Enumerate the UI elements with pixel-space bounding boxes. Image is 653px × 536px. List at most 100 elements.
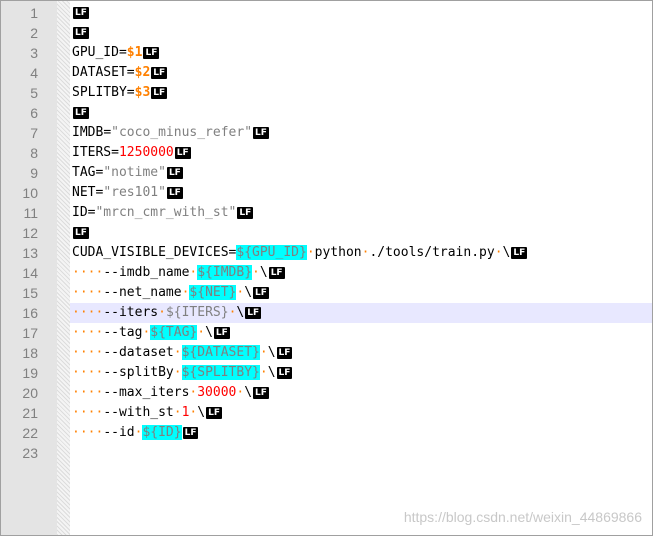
whitespace-marker: ·	[494, 245, 503, 260]
line-number: 6	[30, 105, 38, 121]
line-content[interactable]: LF	[70, 23, 652, 43]
eol-marker: LF	[182, 426, 199, 439]
code-token: =	[111, 145, 119, 160]
whitespace-marker: ·	[259, 345, 268, 360]
line-content[interactable]: ····--splitBy·${SPLITBY}·\LF	[70, 363, 652, 383]
line-content[interactable]: ····--id·${ID}LF	[70, 423, 652, 443]
line-number: 18	[22, 345, 38, 361]
code-token: "res101"	[103, 185, 166, 200]
code-token: --iters	[103, 305, 159, 320]
code-line[interactable]: 17····--tag·${TAG}·\LF	[1, 323, 652, 343]
line-content[interactable]: LF	[70, 3, 652, 23]
code-token: python	[314, 245, 362, 260]
code-line[interactable]: 21····--with_st·1·\LF	[1, 403, 652, 423]
whitespace-marker: ····	[72, 305, 104, 320]
code-token: \	[205, 325, 213, 340]
code-token: --id	[103, 425, 135, 440]
eol-marker: LF	[143, 46, 160, 59]
whitespace-marker: ·	[173, 365, 182, 380]
line-content[interactable]: ····--imdb_name·${IMDB}·\LF	[70, 263, 652, 283]
code-token: \	[259, 265, 268, 280]
code-line[interactable]: 18····--dataset·${DATASET}·\LF	[1, 343, 652, 363]
eol-marker: LF	[151, 66, 168, 79]
eol-marker: LF	[213, 326, 230, 339]
line-content[interactable]: ····--net_name·${NET}·\LF	[70, 283, 652, 303]
code-token: =	[118, 45, 127, 60]
code-token: \	[267, 365, 276, 380]
line-content[interactable]: CUDA_VISIBLE_DEVICES=${GPU_ID}·python·./…	[70, 243, 652, 263]
line-number: 19	[22, 365, 38, 381]
code-token: \	[244, 285, 253, 300]
line-content[interactable]: ····--with_st·1·\LF	[70, 403, 652, 423]
line-content[interactable]: TAG="notime"LF	[70, 163, 652, 183]
eol-marker: LF	[268, 266, 285, 279]
whitespace-marker: ····	[72, 425, 104, 440]
line-content[interactable]: ID="mrcn_cmr_with_st"LF	[70, 203, 652, 223]
code-token: =	[103, 125, 112, 140]
code-line[interactable]: 23	[1, 443, 652, 463]
whitespace-marker: ·	[189, 385, 198, 400]
whitespace-marker: ·	[228, 305, 237, 320]
code-token: $1	[126, 45, 143, 60]
line-content[interactable]: ····--iters·${ITERS}·\LF	[70, 303, 652, 323]
line-content[interactable]: ····--dataset·${DATASET}·\LF	[70, 343, 652, 363]
code-token: ./tools/train.py	[369, 245, 495, 260]
line-number: 11	[23, 205, 38, 221]
line-content[interactable]: ····--tag·${TAG}·\LF	[70, 323, 652, 343]
code-line[interactable]: 19····--splitBy·${SPLITBY}·\LF	[1, 363, 652, 383]
whitespace-marker: ·	[134, 425, 143, 440]
whitespace-marker: ····	[72, 325, 104, 340]
code-token: \	[244, 385, 253, 400]
code-line[interactable]: 15····--net_name·${NET}·\LF	[1, 283, 652, 303]
code-line[interactable]: 11 ID="mrcn_cmr_with_st"LF	[1, 203, 652, 223]
code-line[interactable]: 22····--id·${ID}LF	[1, 423, 652, 443]
whitespace-marker: ····	[72, 265, 104, 280]
code-token: --dataset	[103, 345, 174, 360]
code-line[interactable]: 20····--max_iters·30000·\LF	[1, 383, 652, 403]
code-token: 1250000	[118, 145, 174, 160]
line-content[interactable]: LF	[70, 223, 652, 243]
eol-marker: LF	[276, 346, 293, 359]
line-content[interactable]: NET="res101"LF	[70, 183, 652, 203]
code-token: "coco_minus_refer"	[111, 125, 253, 140]
eol-marker: LF	[511, 246, 528, 259]
code-token: CUDA_VISIBLE_DEVICES	[72, 245, 229, 260]
eol-marker: LF	[73, 26, 89, 39]
code-line[interactable]: 2 LF	[1, 23, 652, 43]
line-number: 2	[30, 25, 38, 41]
code-token: --tag	[103, 325, 143, 340]
line-content[interactable]: LF	[70, 103, 652, 123]
code-line[interactable]: 6 LF	[1, 103, 652, 123]
code-token: $3	[134, 85, 151, 100]
variable-reference: ${NET}	[189, 285, 237, 300]
variable-reference: ${SPLITBY}	[181, 365, 260, 380]
whitespace-marker: ·	[173, 345, 182, 360]
whitespace-marker: ·	[142, 325, 151, 340]
code-token: "notime"	[103, 165, 166, 180]
whitespace-marker: ·	[158, 305, 166, 320]
line-content[interactable]: IMDB="coco_minus_refer"LF	[70, 123, 652, 143]
code-line[interactable]: 16····--iters·${ITERS}·\LF	[1, 303, 652, 323]
code-token: --max_iters	[103, 385, 190, 400]
code-token: =	[126, 65, 135, 80]
whitespace-marker: ·	[189, 265, 198, 280]
line-content[interactable]	[70, 443, 652, 463]
code-line[interactable]: 14····--imdb_name·${IMDB}·\LF	[1, 263, 652, 283]
line-content[interactable]: ····--max_iters·30000·\LF	[70, 383, 652, 403]
